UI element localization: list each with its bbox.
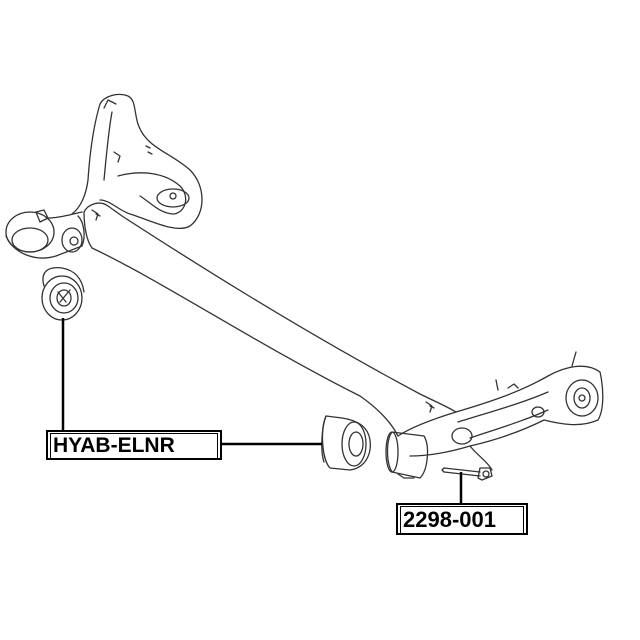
bolt-part-number-text: 2298-001 — [400, 506, 524, 534]
leader-lines — [61, 318, 463, 504]
bushing-part-number-label[interactable]: HYAB-ELNR — [46, 430, 222, 460]
bolt-part-number-label[interactable]: 2298-001 — [396, 503, 528, 535]
bushing-part-number-text: HYAB-ELNR — [50, 433, 218, 459]
left-eye-mount — [5, 209, 85, 259]
bolt — [441, 467, 493, 481]
loose-bushing-left — [41, 266, 85, 321]
loose-bushing-right — [321, 415, 371, 471]
right-trailing-arm — [409, 351, 604, 471]
left-trailing-arm — [71, 93, 203, 230]
mounted-bushing-right — [385, 431, 429, 479]
cross-beam — [83, 202, 457, 437]
